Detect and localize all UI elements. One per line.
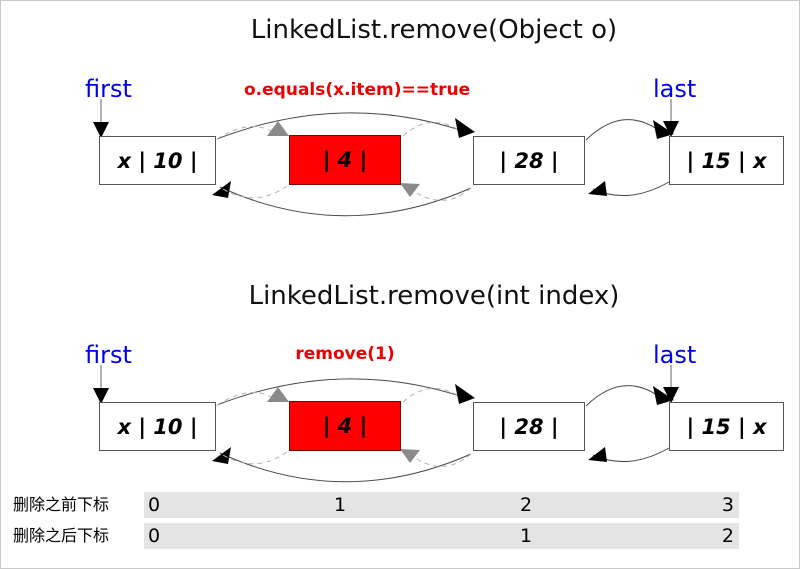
node-text: | 4 | — [322, 148, 368, 172]
index-value: 0 — [148, 494, 161, 516]
removal-condition-label: o.equals(x.item)==true — [244, 80, 471, 100]
index-value: 1 — [333, 494, 347, 516]
node-box-28: | 28 | — [473, 136, 585, 185]
index-row-after: 删除之后下标 0 1 2 — [1, 523, 799, 549]
index-row-before-label: 删除之前下标 — [13, 495, 110, 514]
index-value: 2 — [519, 494, 533, 516]
node-text: x | 10 | — [117, 148, 198, 173]
diagram2-title: LinkedList.remove(int index) — [248, 281, 620, 311]
index-row-after-label: 删除之后下标 — [13, 526, 110, 545]
node-text: | 15 | x — [686, 148, 767, 173]
index-value: 3 — [721, 494, 734, 516]
diagram1-title: LinkedList.remove(Object o) — [250, 15, 618, 45]
node-box-4-removed: | 4 | — [289, 401, 401, 451]
node-box-10: x | 10 | — [99, 402, 216, 451]
node-box-4-removed: | 4 | — [289, 135, 401, 185]
node-box-10: x | 10 | — [99, 136, 216, 185]
last-pointer-label: last — [653, 75, 697, 103]
node-box-28: | 28 | — [473, 402, 585, 451]
remove-call-label: remove(1) — [295, 344, 395, 364]
node-box-15: | 15 | x — [669, 402, 784, 451]
index-value: 1 — [519, 525, 533, 547]
index-bar: 0 1 2 3 — [144, 492, 739, 518]
first-pointer-label: first — [85, 341, 132, 369]
index-value: 2 — [721, 525, 734, 547]
index-bar: 0 1 2 — [144, 523, 739, 549]
last-pointer-label: last — [653, 341, 697, 369]
node-text: x | 10 | — [117, 414, 198, 439]
index-value: 0 — [148, 525, 161, 547]
node-text: | 4 | — [322, 414, 368, 438]
node-text: | 28 | — [499, 148, 559, 173]
node-text: | 15 | x — [686, 414, 767, 439]
node-box-15: | 15 | x — [669, 136, 784, 185]
index-row-before: 删除之前下标 0 1 2 3 — [1, 492, 799, 518]
node-text: | 28 | — [499, 414, 559, 439]
first-pointer-label: first — [85, 75, 132, 103]
